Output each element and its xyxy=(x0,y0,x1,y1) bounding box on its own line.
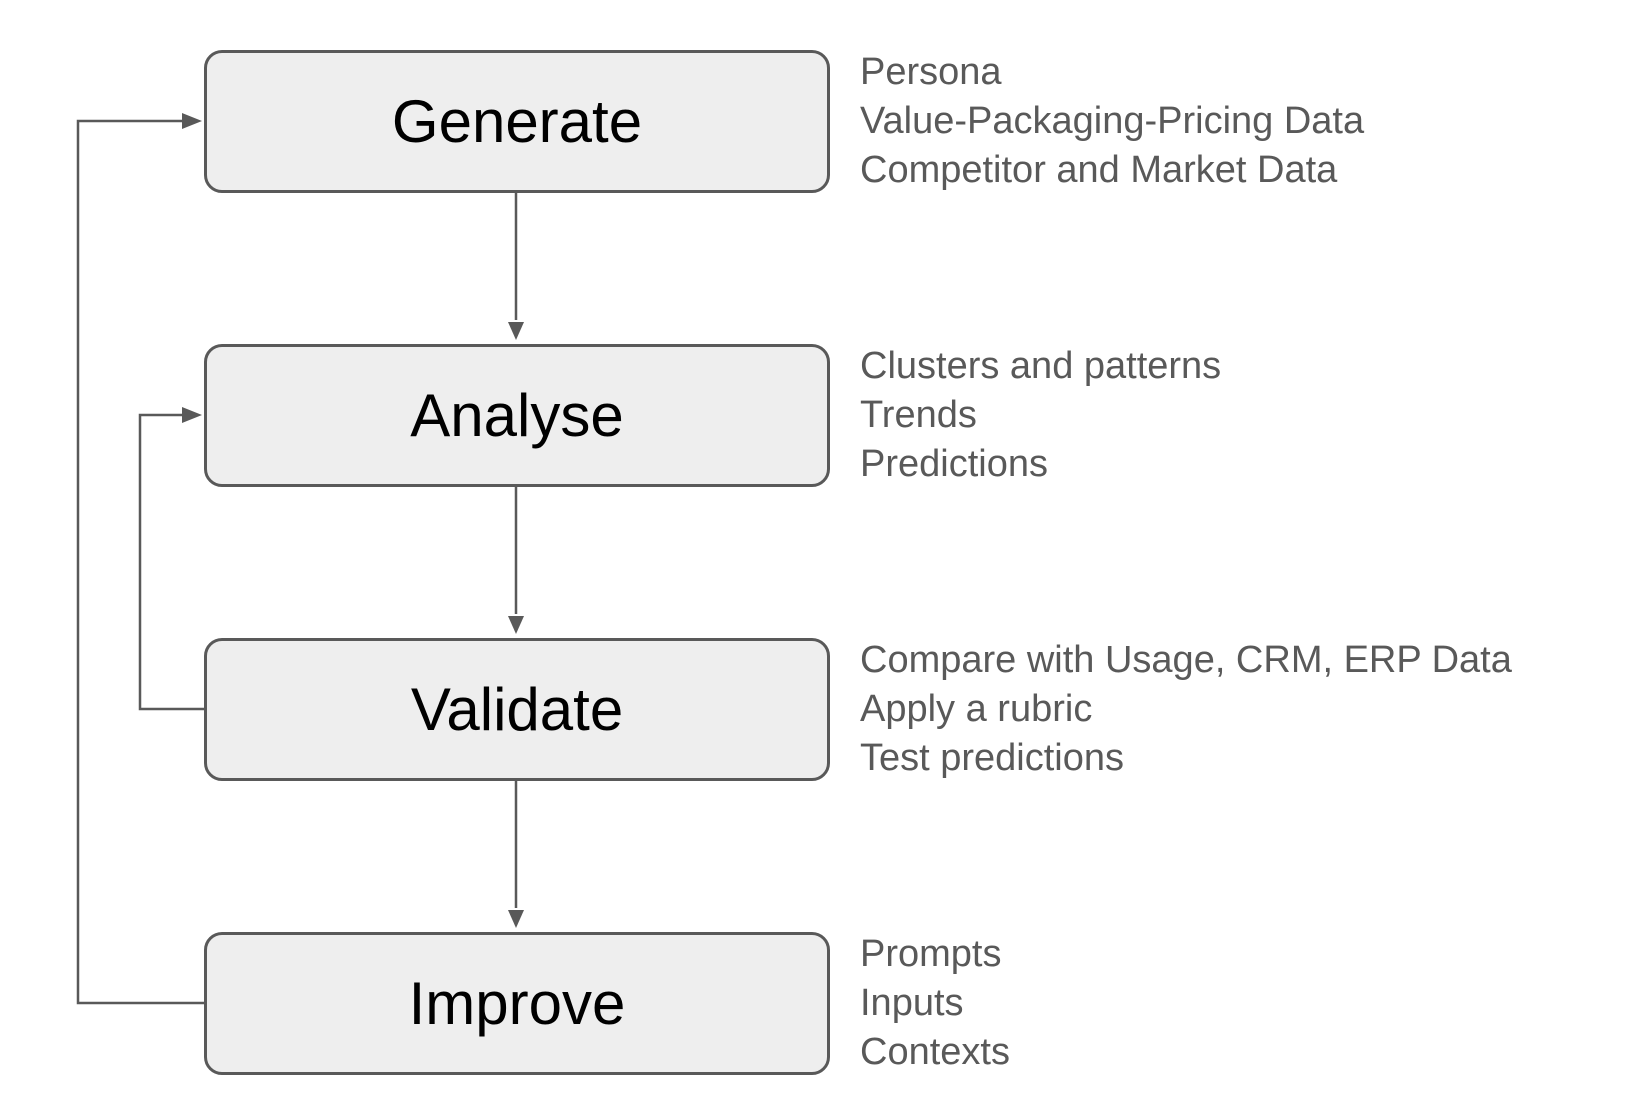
stage-validate-notes: Compare with Usage, CRM, ERP Data Apply … xyxy=(860,636,1512,783)
arrowhead-analyse xyxy=(508,322,524,340)
stage-generate-box: Generate xyxy=(204,50,830,193)
note-item: Prompts xyxy=(860,933,1002,975)
note-item: Trends xyxy=(860,394,977,436)
stage-improve-label: Improve xyxy=(408,969,626,1037)
stage-improve-notes: Prompts Inputs Contexts xyxy=(860,930,1010,1077)
note-item: Competitor and Market Data xyxy=(860,149,1338,191)
stage-analyse-box: Analyse xyxy=(204,344,830,487)
note-item: Persona xyxy=(860,51,1002,93)
note-item: Clusters and patterns xyxy=(860,345,1222,387)
note-item: Contexts xyxy=(860,1031,1010,1073)
note-item: Inputs xyxy=(860,982,964,1024)
stage-improve-box: Improve xyxy=(204,932,830,1075)
stage-analyse-notes: Clusters and patterns Trends Predictions xyxy=(860,342,1221,489)
stage-validate-label: Validate xyxy=(410,675,624,743)
note-item: Value-Packaging-Pricing Data xyxy=(860,100,1365,142)
note-item: Predictions xyxy=(860,443,1048,485)
stage-generate-label: Generate xyxy=(391,87,643,155)
note-item: Compare with Usage, CRM, ERP Data xyxy=(860,639,1512,681)
stage-validate-box: Validate xyxy=(204,638,830,781)
feedback-validate-to-analyse xyxy=(138,413,204,711)
arrowhead-feedback-analyse xyxy=(182,407,202,423)
note-item: Apply a rubric xyxy=(860,688,1093,730)
note-item: Test predictions xyxy=(860,737,1125,779)
arrowhead-feedback-generate xyxy=(182,113,202,129)
arrowhead-validate xyxy=(508,616,524,634)
stage-generate-notes: Persona Value-Packaging-Pricing Data Com… xyxy=(860,48,1364,195)
feedback-improve-to-generate xyxy=(76,119,204,1005)
stage-analyse-label: Analyse xyxy=(410,381,624,449)
arrowhead-improve xyxy=(508,910,524,928)
